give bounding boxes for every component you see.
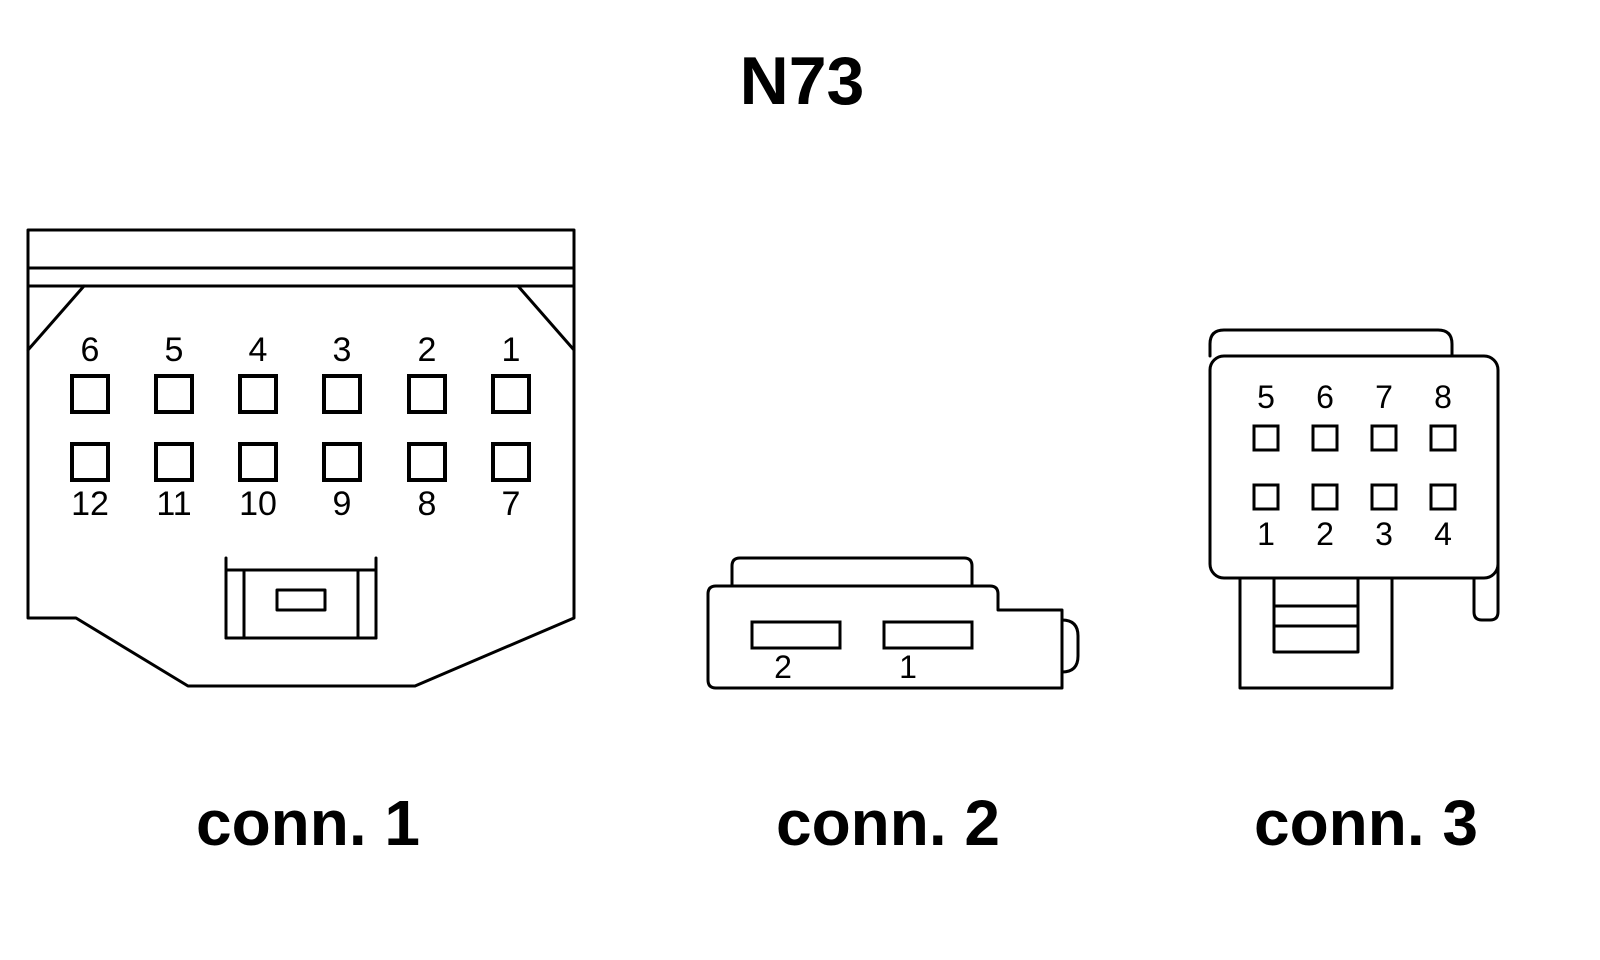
connector-3: 5 6 7 8 1 2 3 4 conn. 3 [1208, 328, 1500, 859]
connector-1-pin-number: 4 [249, 331, 268, 369]
connector-3-pin-number: 1 [1257, 516, 1275, 552]
connector-1-pin-cavity [238, 374, 278, 414]
connector-3-pin-cavity [1429, 483, 1457, 511]
connector-2-label: conn. 2 [776, 787, 1000, 859]
connector-1-pin-cavity [322, 442, 362, 482]
connector-3-pin-cavity [1370, 424, 1398, 452]
connector-1-pin-cavity [322, 374, 362, 414]
connector-1-pin-cavity [407, 442, 447, 482]
connector-3-pin-number: 4 [1434, 516, 1452, 552]
connector-3-label: conn. 3 [1254, 787, 1478, 859]
connector-1-pin-cavity [154, 442, 194, 482]
connector-1-pin-cavity [70, 442, 110, 482]
connector-1-pin-number: 1 [502, 331, 521, 369]
connector-3-pin-number: 6 [1316, 379, 1334, 415]
connector-1-pin-number: 3 [333, 331, 352, 369]
connector-1-pin-number: 11 [156, 485, 191, 523]
connector-1-housing [26, 228, 576, 688]
connector-1-pin-number: 10 [239, 485, 277, 523]
connector-1-pin-cavity [70, 374, 110, 414]
connector-3-housing [1208, 328, 1500, 690]
connector-1-pin-number: 12 [71, 485, 109, 523]
connector-3-pins: 5 6 7 8 1 2 3 4 [1252, 379, 1457, 552]
connector-1-pin-cavity [491, 374, 531, 414]
connector-2-pin-cavity [750, 620, 842, 650]
connector-3-pin-number: 5 [1257, 379, 1275, 415]
connector-3-pin-cavity [1370, 483, 1398, 511]
diagram-title: N73 [740, 43, 865, 119]
connector-3-pin-cavity [1429, 424, 1457, 452]
connector-3-pin-cavity [1311, 424, 1339, 452]
connector-3-pin-number: 3 [1375, 516, 1393, 552]
connector-3-pin-number: 7 [1375, 379, 1393, 415]
connector-1-pin-number: 7 [502, 485, 521, 523]
connector-2-pin-number: 1 [899, 649, 917, 685]
connector-1-pin-cavity [238, 442, 278, 482]
connector-1-pin-number: 2 [418, 331, 437, 369]
connector-1-pin-number: 5 [165, 331, 184, 369]
connector-1-pin-cavity [154, 374, 194, 414]
connector-1-pin-number: 6 [81, 331, 100, 369]
connector-3-pin-cavity [1311, 483, 1339, 511]
connector-3-pin-cavity [1252, 424, 1280, 452]
connector-1-pin-cavity [491, 442, 531, 482]
connector-3-pin-number: 2 [1316, 516, 1334, 552]
connector-3-pin-cavity [1252, 483, 1280, 511]
connector-2-housing [706, 556, 1080, 690]
connector-1-pins: 6 5 4 3 2 1 12 11 10 9 8 7 [70, 331, 531, 523]
connector-2-pin-number: 2 [774, 649, 792, 685]
connector-1-pin-number: 8 [418, 485, 437, 523]
connector-3-pin-number: 8 [1434, 379, 1452, 415]
connector-2-pin-cavity [882, 620, 974, 650]
connector-1-pin-number: 9 [333, 485, 352, 523]
connector-1: 6 5 4 3 2 1 12 11 10 9 8 7 conn. 1 [26, 228, 576, 859]
connector-1-pin-cavity [407, 374, 447, 414]
connector-1-label: conn. 1 [196, 787, 420, 859]
